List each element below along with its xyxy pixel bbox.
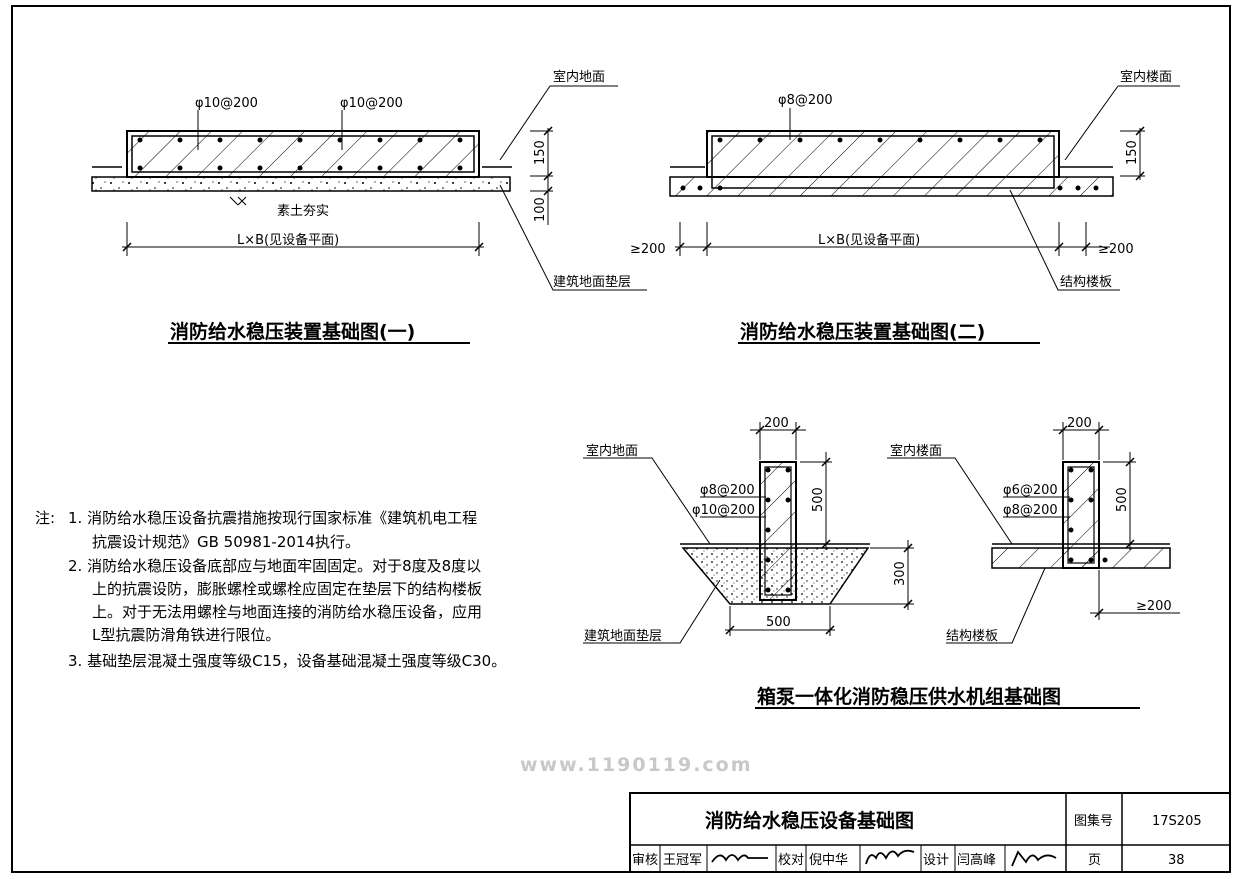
diagram-3-left: 室内地面 200 φ8@200 φ10@200 500 300 500 建筑地面…	[583, 416, 914, 644]
width-dimension: L×B(见设备平面)	[237, 232, 339, 248]
designer-name: 闫高峰	[957, 852, 996, 868]
dim-left: ≥200	[630, 242, 666, 257]
note-line-4: 上的抗震设防，膨胀螺栓或螺栓应固定在垫层下的结构楼板	[92, 580, 482, 598]
rebar-label-1: φ8@200	[700, 483, 755, 498]
floor-label: 室内楼面	[1120, 69, 1172, 85]
reviewer-signature	[711, 854, 768, 863]
rebar-label-2: φ10@200	[692, 503, 755, 518]
pedestal	[1062, 461, 1100, 569]
checker-name: 倪中华	[809, 853, 848, 868]
dim-100: 100	[533, 197, 548, 222]
diagram-2: φ8@200 室内楼面 150 ≥200 L×B(见设备平面) ≥200 结构楼…	[630, 69, 1180, 344]
note-line-7: 3. 基础垫层混凝土强度等级C15，设备基础混凝土强度等级C30。	[68, 652, 506, 670]
dim-bottom: 500	[766, 615, 791, 630]
notes: 注: 1. 消防给水稳压设备抗震措施按现行国家标准《建筑机电工程 抗震设计规范》…	[35, 509, 506, 670]
dim-top: 200	[764, 416, 789, 431]
rebar-label-right: φ10@200	[340, 96, 403, 111]
slab-label: 结构楼板	[1060, 275, 1112, 290]
dim-500: 500	[811, 487, 826, 512]
designer-signature	[1011, 850, 1057, 867]
atlas-number: 17S205	[1152, 814, 1202, 829]
atlas-label: 图集号	[1074, 813, 1113, 829]
notes-prefix: 注:	[35, 509, 55, 527]
structural-slab	[669, 176, 1114, 197]
width-dimension: L×B(见设备平面)	[818, 232, 920, 248]
reviewer-name: 王冠军	[663, 853, 702, 868]
dim-300: 300	[893, 561, 908, 586]
cushion-label: 建筑地面垫层	[553, 274, 631, 290]
note-line-1: 1. 消防给水稳压设备抗震措施按现行国家标准《建筑机电工程	[68, 509, 477, 527]
floor-label: 室内地面	[586, 443, 638, 459]
diagram-2-title: 消防给水稳压装置基础图(二)	[740, 320, 985, 343]
diagram-3-title: 箱泵一体化消防稳压供水机组基础图	[757, 685, 1061, 708]
title-block: 消防给水稳压设备基础图 图集号 17S205 审核 王冠军 校对 倪中华 设计 …	[629, 792, 1231, 873]
floor-label: 室内地面	[553, 69, 605, 85]
checker-signature	[865, 849, 915, 865]
review-label: 审核	[632, 853, 658, 868]
design-label: 设计	[923, 853, 949, 868]
check-label: 校对	[778, 852, 804, 868]
diagram-1-title: 消防给水稳压装置基础图(一)	[170, 320, 415, 343]
rebar-label-left: φ10@200	[195, 96, 258, 111]
note-line-3: 2. 消防给水稳压设备底部应与地面牢固固定。对于8度及8度以	[68, 557, 481, 575]
watermark: www.1190119.com	[520, 754, 753, 776]
note-line-6: L型抗震防滑角铁进行限位。	[92, 626, 280, 644]
cushion-layer	[91, 176, 511, 192]
page-label: 页	[1088, 853, 1101, 868]
diagram-3-right: 室内楼面 200 φ6@200 φ8@200 500 ≥200 结构楼板	[887, 416, 1180, 644]
slab-label: 结构楼板	[946, 629, 998, 644]
dim-right: ≥200	[1136, 599, 1172, 614]
floor-label: 室内楼面	[890, 443, 942, 459]
note-line-5: 上。对于无法用螺栓与地面连接的消防给水稳压设备，应用	[92, 603, 482, 621]
dim-150: 150	[533, 140, 548, 165]
rebar-label-2: φ8@200	[1003, 503, 1058, 518]
note-line-2: 抗震设计规范》GB 50981-2014执行。	[92, 533, 360, 551]
dim-top: 200	[1067, 416, 1092, 431]
dim-right: ≥200	[1098, 242, 1134, 257]
diagram-1: φ10@200 φ10@200 室内地面 素土夯实 L×B(见设备平面) 150…	[91, 69, 647, 344]
page-number: 38	[1168, 853, 1185, 868]
drawing-title: 消防给水稳压设备基础图	[705, 809, 914, 832]
cushion-label: 建筑地面垫层	[584, 628, 662, 644]
soil-label: 素土夯实	[277, 204, 329, 219]
rebar-label: φ8@200	[778, 93, 833, 108]
dim-150: 150	[1125, 140, 1140, 165]
dim-500: 500	[1115, 487, 1130, 512]
sheet-border	[11, 5, 1231, 873]
rebar-label-1: φ6@200	[1003, 483, 1058, 498]
